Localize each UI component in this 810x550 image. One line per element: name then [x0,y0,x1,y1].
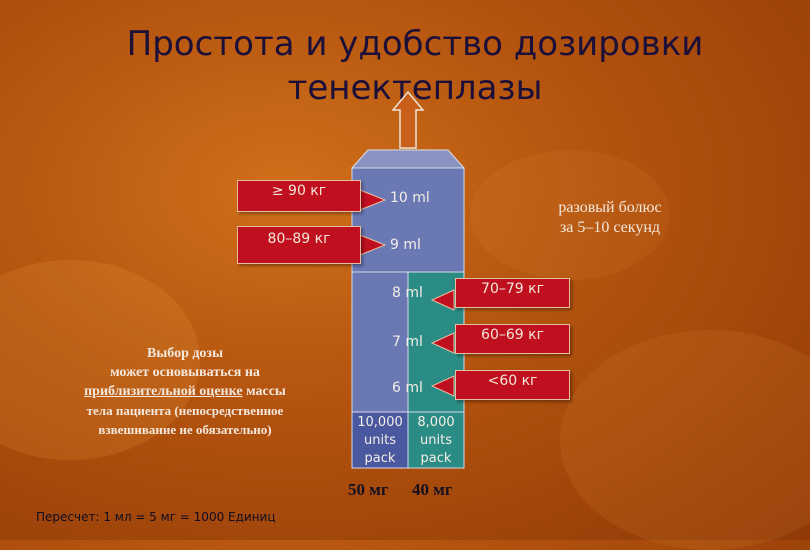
syringe-top [350,149,466,169]
background-decoration [560,330,810,550]
bolus-text: разовый болюс за 5–10 секунд [558,199,662,236]
arrow-connector [430,332,455,354]
syringe-barrel-blue [351,167,465,273]
pack-box-8000 [407,411,465,469]
background-decoration [470,150,670,280]
dose-label-40mg: 40 мг [412,480,453,499]
dose-label-50mg: 50 мг [348,480,389,499]
pack-label-8000: 8,000 units pack [417,415,455,466]
weight-box-60-69: 60–69 кг [455,324,570,354]
volume-label-9ml: 9 ml [390,237,421,253]
pack-label-10000: 10,000 units pack [357,415,403,466]
volume-label-7ml: 7 ml [392,334,423,350]
arrow-connector [430,289,455,311]
syringe-plunger [391,90,425,149]
weight-box-70-79: 70–79 кг [455,278,570,308]
volume-label-8ml: 8 ml [392,285,423,301]
conversion-note: Пересчет: 1 мл = 5 мг = 1000 Единиц [36,510,276,524]
weight-box-90: ≥ 90 кг [237,180,361,212]
arrow-connector [430,375,455,397]
volume-label-6ml: 6 ml [392,380,423,396]
pack-box-10000 [351,411,409,469]
dose-selection-note: Выбор дозы может основываться на приблиз… [84,346,286,437]
volume-label-10ml: 10 ml [390,190,430,206]
background-decoration [0,260,200,460]
weight-box-80-89: 80–89 кг [237,226,361,264]
weight-box-under-60: <60 кг [455,370,570,400]
